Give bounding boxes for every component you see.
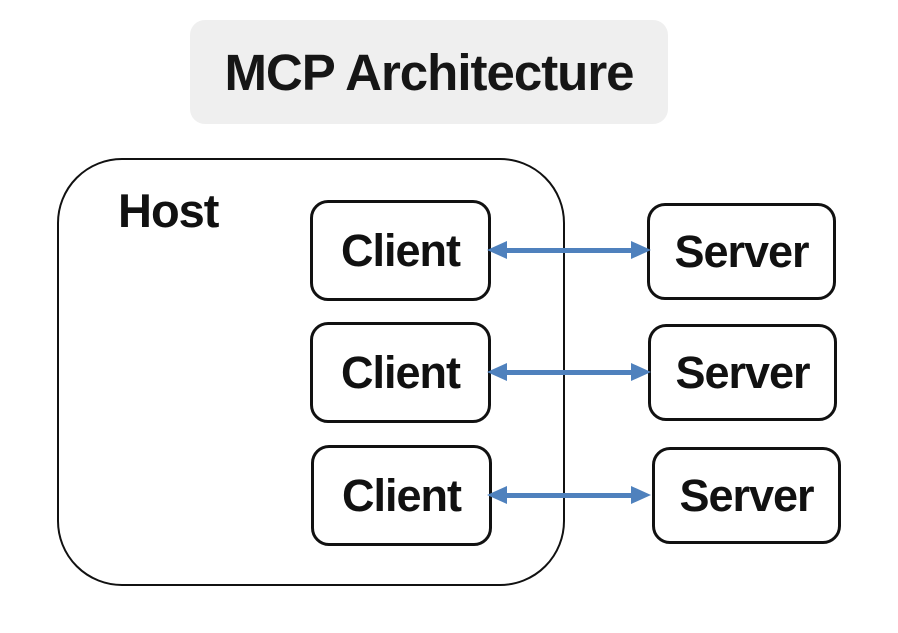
arrow-shaft [505, 247, 633, 253]
arrow-right-head-icon [631, 241, 651, 259]
server-label: Server [674, 225, 809, 277]
arrow-left-head-icon [487, 486, 507, 504]
diagram-title: MCP Architecture [224, 43, 634, 101]
client-box-2: Client [310, 322, 491, 423]
arrow-left-head-icon [487, 363, 507, 381]
client-server-arrow-2 [487, 363, 651, 381]
arrow-right-head-icon [631, 363, 651, 381]
client-label: Client [340, 346, 461, 398]
server-box-3: Server [652, 447, 841, 544]
arrow-right-head-icon [631, 486, 651, 504]
server-box-1: Server [647, 203, 836, 300]
arrow-left-head-icon [487, 241, 507, 259]
server-box-2: Server [648, 324, 837, 421]
client-box-1: Client [310, 200, 491, 301]
host-label: Host [118, 184, 219, 237]
client-box-3: Client [311, 445, 492, 546]
arrow-shaft [505, 492, 633, 498]
server-label: Server [679, 469, 814, 521]
server-label: Server [675, 346, 810, 398]
client-server-arrow-1 [487, 241, 651, 259]
client-label: Client [341, 469, 462, 521]
diagram-title-box: MCP Architecture [190, 20, 668, 124]
arrow-shaft [505, 369, 633, 375]
client-server-arrow-3 [487, 486, 651, 504]
client-label: Client [340, 224, 461, 276]
